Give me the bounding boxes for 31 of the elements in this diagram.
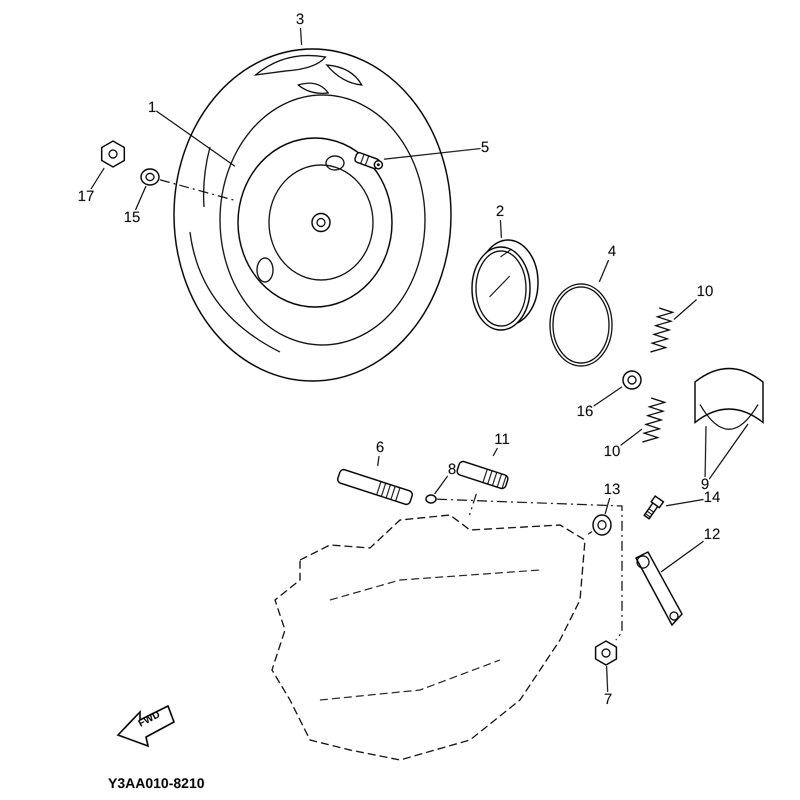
leader-line [660, 540, 704, 572]
leader-line [500, 220, 502, 238]
leader-line [704, 426, 707, 477]
drawing-code: Y3AA010-8210 [108, 775, 205, 791]
center-line [436, 498, 623, 640]
callout-number: 11 [494, 432, 510, 448]
leader-line [300, 28, 302, 46]
leader-line [492, 448, 498, 456]
center-line [468, 494, 477, 516]
center-line [160, 179, 236, 201]
leader-line [377, 456, 380, 466]
leader-line [666, 498, 704, 506]
leader-line [674, 298, 698, 320]
callout-number: 10 [696, 284, 714, 300]
callout-number: 12 [704, 527, 720, 543]
callout-number: 4 [608, 244, 616, 260]
leader-line [90, 168, 105, 190]
callout-number: 13 [604, 482, 620, 498]
leader-line [593, 386, 622, 407]
leader-line [620, 428, 642, 446]
leader-line [604, 498, 610, 514]
leader-line [606, 666, 608, 692]
leader-line [156, 110, 236, 167]
leader-line [434, 475, 448, 494]
callout-number: 8 [448, 462, 456, 478]
leader-line [598, 260, 610, 282]
leader-line [384, 148, 481, 160]
callout-number: 6 [376, 440, 384, 456]
center-line [588, 531, 592, 535]
leader-line [708, 424, 748, 480]
leader-line [135, 186, 146, 210]
